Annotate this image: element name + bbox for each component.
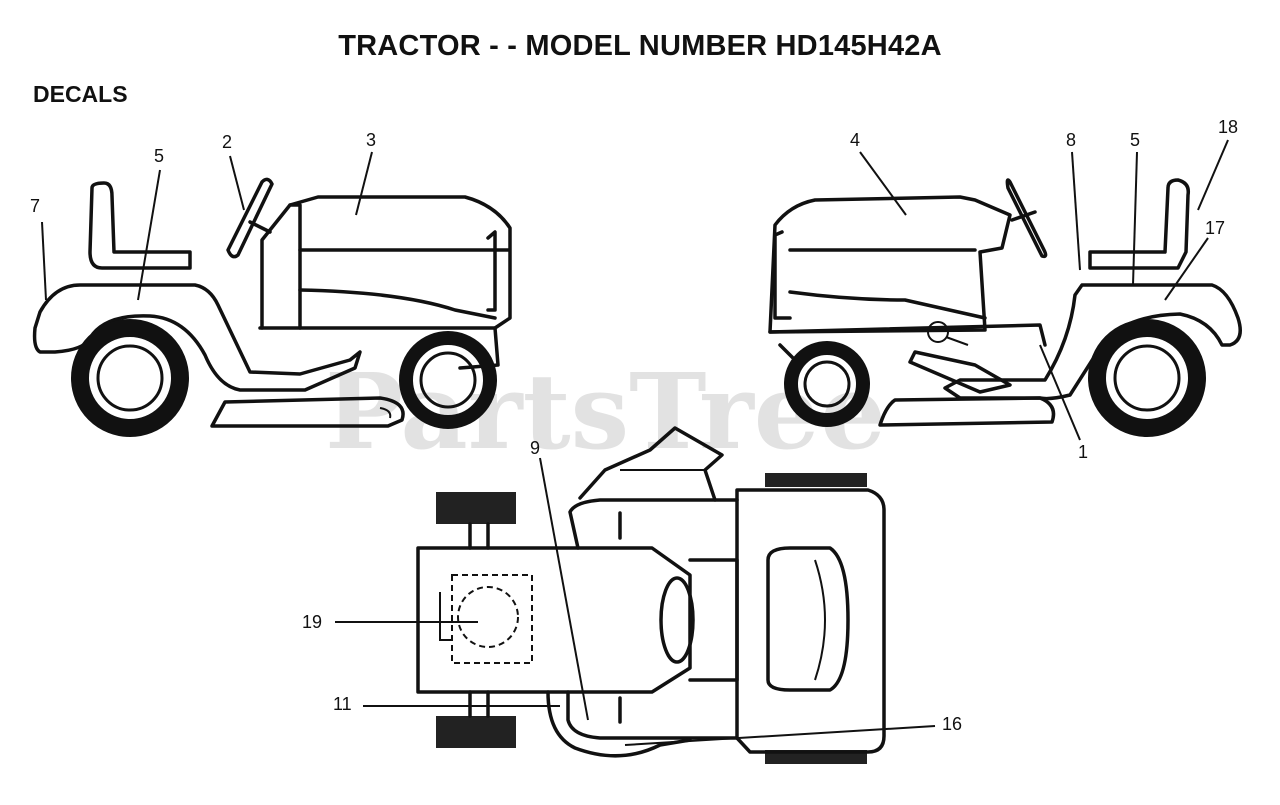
callout-11: 11	[333, 694, 352, 714]
callout-5-left: 5	[154, 146, 164, 166]
callout-8: 8	[1066, 130, 1076, 150]
callout-1: 1	[1078, 442, 1088, 462]
callout-18: 18	[1218, 117, 1238, 137]
callout-4: 4	[850, 130, 860, 150]
page-title: TRACTOR - - MODEL NUMBER HD145H42A	[338, 30, 942, 62]
callout-9: 9	[530, 438, 540, 458]
callout-numbers: 7 5 2 3 4 8 5 18 17 1 9 19 11 16	[30, 117, 1238, 734]
callout-7: 7	[30, 196, 40, 216]
leader-lines	[41, 139, 1229, 746]
tractor-top-view	[416, 426, 886, 764]
section-title: DECALS	[33, 81, 128, 107]
callout-16: 16	[942, 714, 962, 734]
callout-3: 3	[366, 130, 376, 150]
callout-19: 19	[302, 612, 322, 632]
callout-2: 2	[222, 132, 232, 152]
tractor-right-side-view	[768, 178, 1242, 437]
callout-17: 17	[1205, 218, 1225, 238]
callout-5-right: 5	[1130, 130, 1140, 150]
tractor-left-side-view	[32, 177, 512, 437]
